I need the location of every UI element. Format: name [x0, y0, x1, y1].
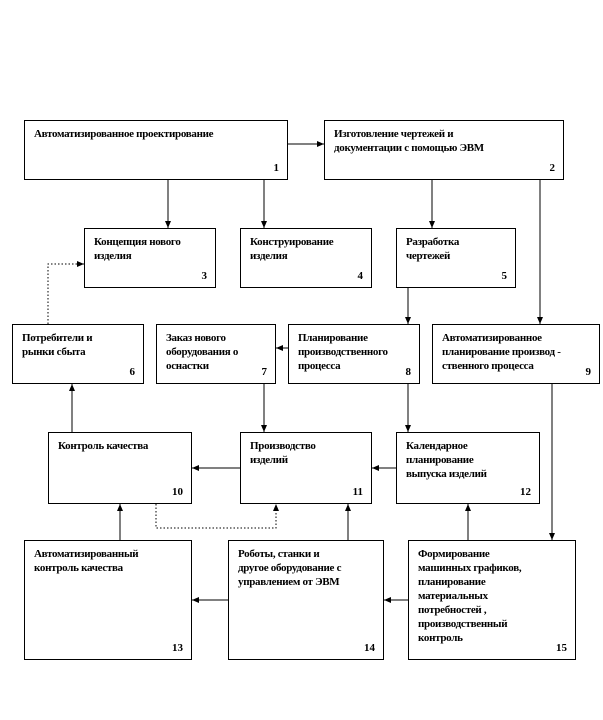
node-11-production: Производство изделий 11	[240, 432, 372, 504]
node-15-machine-schedules: Формирование машинных графиков, планиров…	[408, 540, 576, 660]
node-14-label: Роботы, станки и другое оборудование с у…	[238, 548, 342, 588]
arrow-6-to-3	[47, 261, 84, 324]
node-3-number: 3	[201, 270, 208, 282]
node-9-label: Автоматизированное планирование производ…	[442, 332, 561, 372]
node-8-label: Планирование производственного процесса	[298, 332, 388, 372]
node-4-number: 4	[357, 270, 364, 282]
node-9-automated-process-planning: Автоматизированное планирование производ…	[432, 324, 600, 384]
node-6-consumers-markets: Потребители и рынки сбыта 6	[12, 324, 144, 384]
arrow-10-to-11	[155, 504, 279, 529]
node-15-number: 15	[556, 642, 567, 654]
node-2-drawings-documentation: Изготовление чертежей и документации с п…	[324, 120, 564, 180]
node-8-number: 8	[405, 366, 412, 378]
node-14-robots-machines: Роботы, станки и другое оборудование с у…	[228, 540, 384, 660]
node-12-number: 12	[520, 486, 531, 498]
node-12-label: Календарное планирование выпуска изделий	[406, 440, 487, 480]
node-13-label: Автоматизированный контроль качества	[34, 548, 139, 574]
node-2-number: 2	[549, 162, 556, 174]
node-2-label: Изготовление чертежей и документации с п…	[334, 128, 484, 154]
node-7-equipment-order: Заказ нового оборудования о оснастки 7	[156, 324, 276, 384]
node-4-label: Конструирование изделия	[250, 236, 334, 262]
node-8-process-planning: Планирование производственного процесса 8	[288, 324, 420, 384]
node-5-number: 5	[501, 270, 508, 282]
node-10-label: Контроль качества	[58, 440, 149, 452]
node-5-label: Разработка чертежей	[406, 236, 460, 262]
node-9-number: 9	[585, 366, 592, 378]
node-15-label: Формирование машинных графиков, планиров…	[418, 548, 522, 644]
node-6-number: 6	[129, 366, 136, 378]
node-12-scheduling: Календарное планирование выпуска изделий…	[396, 432, 540, 504]
node-1-number: 1	[273, 162, 280, 174]
node-11-number: 11	[352, 486, 363, 498]
node-1-label: Автоматизированное проектирование	[34, 128, 214, 140]
node-7-label: Заказ нового оборудования о оснастки	[166, 332, 239, 372]
node-5-drawing-development: Разработка чертежей 5	[396, 228, 516, 288]
node-13-automated-quality-control: Автоматизированный контроль качества 13	[24, 540, 192, 660]
node-4-product-engineering: Конструирование изделия 4	[240, 228, 372, 288]
node-7-number: 7	[261, 366, 268, 378]
node-3-label: Концепция нового изделия	[94, 236, 181, 262]
node-1-automated-design: Автоматизированное проектирование 1	[24, 120, 288, 180]
node-14-number: 14	[364, 642, 375, 654]
node-6-label: Потребители и рынки сбыта	[22, 332, 93, 358]
node-10-quality-control: Контроль качества 10	[48, 432, 192, 504]
node-3-product-concept: Концепция нового изделия 3	[84, 228, 216, 288]
node-11-label: Производство изделий	[250, 440, 316, 466]
node-10-number: 10	[172, 486, 183, 498]
node-13-number: 13	[172, 642, 183, 654]
